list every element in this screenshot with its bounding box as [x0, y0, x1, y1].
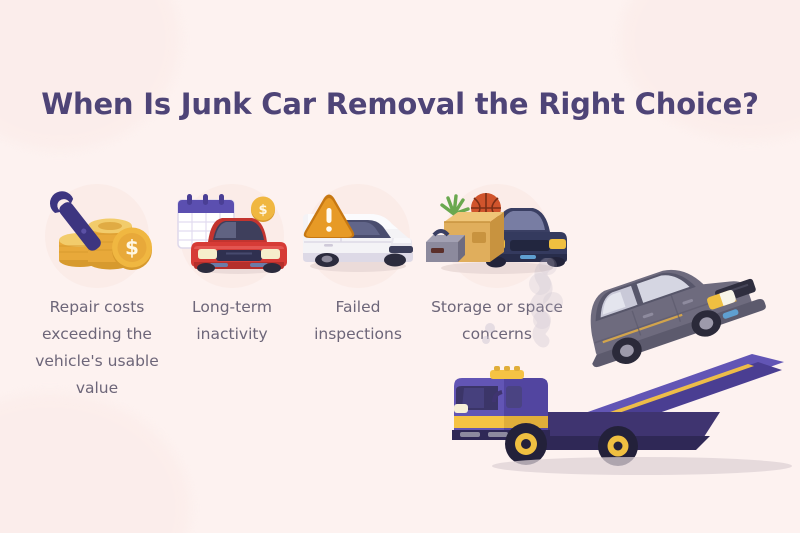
cardboard-box-glyph — [444, 212, 504, 262]
reason-label: Failed inspections — [314, 298, 402, 343]
background-blob — [0, 393, 190, 533]
wrench-and-coins-icon: $ — [49, 191, 152, 270]
white-van-warning-icon — [303, 194, 413, 272]
svg-text:$: $ — [258, 203, 267, 218]
toolbox-glyph — [426, 229, 465, 262]
reason-item-long-term-inactivity: $ — [170, 180, 294, 348]
reason-art: $ — [26, 180, 168, 288]
gray-sedan-on-ramp — [590, 269, 766, 368]
background-blob — [0, 0, 180, 150]
plant-glyph — [440, 194, 470, 216]
reason-art — [296, 180, 420, 288]
coin-glyph: $ — [251, 196, 275, 222]
flatbed-tow-truck-scene — [452, 258, 800, 488]
smoke-icon — [529, 258, 563, 348]
reason-item-failed-inspections: Failed inspections — [296, 180, 420, 348]
calendar-and-red-car-icon: $ — [177, 194, 287, 274]
storage-boxes-car-icon — [426, 193, 567, 274]
tow-truck — [452, 366, 792, 475]
reason-art — [422, 180, 572, 288]
reason-label: Long-term inactivity — [192, 298, 272, 343]
small-smoke-icon — [482, 323, 495, 344]
svg-text:$: $ — [125, 236, 139, 260]
warning-triangle-icon — [303, 194, 355, 238]
reason-art: $ — [170, 180, 294, 288]
reason-label: Repair costs exceeding the vehicle's usa… — [35, 298, 159, 397]
page-title: When Is Junk Car Removal the Right Choic… — [41, 87, 759, 122]
red-car-glyph — [191, 218, 287, 274]
reason-label: Storage or space concerns — [431, 298, 563, 343]
reason-item-repair-costs: $ Repair costs exceeding the vehicle's u… — [26, 180, 168, 402]
reason-item-storage-concerns: Storage or space concerns — [422, 180, 572, 348]
